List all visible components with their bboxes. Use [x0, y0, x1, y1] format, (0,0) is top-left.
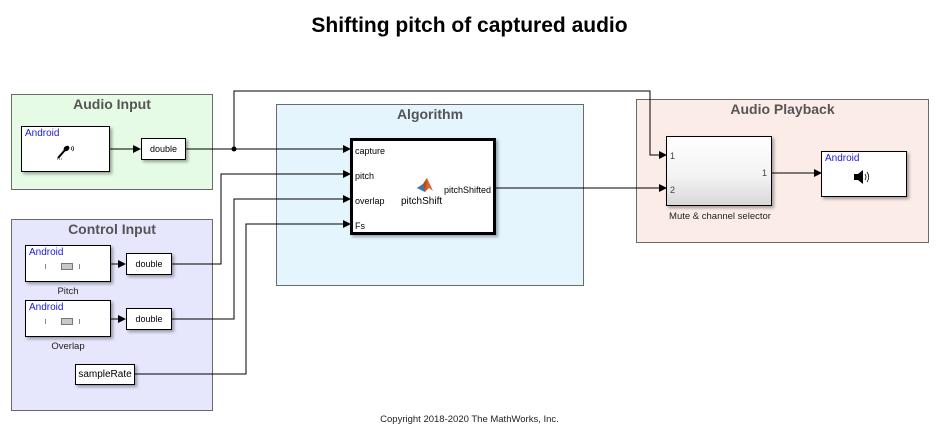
- wire-branch-to-mute-1: [233, 90, 667, 159]
- overlap-double-convert-block[interactable]: double: [126, 308, 172, 330]
- matlab-function-icon: [417, 178, 433, 192]
- audio-playback-block[interactable]: Android: [821, 151, 907, 197]
- pitch-double-convert-block[interactable]: double: [126, 253, 172, 275]
- slider-tick: [45, 264, 46, 269]
- block-label: double: [135, 259, 163, 269]
- slider-tick: [45, 319, 46, 324]
- pitch-slider-block[interactable]: Android: [25, 245, 111, 282]
- branch-point: [231, 146, 237, 152]
- mute-channel-selector-block[interactable]: 1 2 1: [666, 136, 772, 206]
- pitch-slider-caption: Pitch: [57, 286, 79, 297]
- wire-overlap-double-to-overlap: [172, 195, 351, 320]
- pitch-shift-block[interactable]: capture pitch overlap Fs pitchShifted pi…: [350, 138, 496, 235]
- input-port-fs[interactable]: Fs: [355, 221, 365, 231]
- output-port-pitchshifted[interactable]: pitchShifted: [443, 185, 491, 195]
- block-name: pitchShift: [401, 196, 443, 207]
- copyright-text: Copyright 2018-2020 The MathWorks, Inc.: [380, 414, 559, 425]
- area-title: Control Input: [68, 221, 156, 237]
- output-port-1[interactable]: 1: [761, 168, 767, 178]
- overlap-slider-block[interactable]: Android: [25, 300, 111, 337]
- slider-icon: [61, 263, 73, 270]
- slider-tick: [79, 319, 80, 324]
- slider-tick: [79, 264, 80, 269]
- input-port-capture[interactable]: capture: [355, 146, 386, 156]
- audio-capture-block[interactable]: Android: [21, 126, 110, 172]
- area-title: Audio Playback: [730, 101, 835, 117]
- block-label: sampleRate: [78, 369, 132, 380]
- input-port-1[interactable]: 1: [670, 151, 676, 161]
- input-port-2[interactable]: 2: [670, 185, 676, 195]
- platform-label: Android: [29, 247, 64, 258]
- speaker-icon: [854, 170, 870, 184]
- diagram-title: Shifting pitch of captured audio: [311, 14, 628, 37]
- wire-pitch-double-to-pitch: [172, 170, 351, 265]
- slider-icon: [61, 318, 73, 325]
- block-label: double: [149, 144, 178, 154]
- area-title: Algorithm: [396, 106, 464, 122]
- platform-label: Android: [825, 153, 860, 164]
- platform-label: Android: [29, 302, 64, 313]
- input-port-pitch[interactable]: pitch: [355, 171, 375, 181]
- wire-samplerate-to-fs: [135, 220, 351, 375]
- microphone-icon: [57, 145, 75, 160]
- area-title: Audio Input: [73, 96, 151, 112]
- block-label: double: [135, 314, 163, 324]
- input-port-overlap[interactable]: overlap: [355, 196, 385, 206]
- overlap-slider-caption: Overlap: [51, 341, 85, 352]
- sample-rate-block[interactable]: sampleRate: [75, 364, 135, 385]
- mute-selector-caption: Mute & channel selector: [669, 211, 771, 222]
- platform-label: Android: [25, 128, 60, 139]
- capture-double-convert-block[interactable]: double: [141, 138, 186, 160]
